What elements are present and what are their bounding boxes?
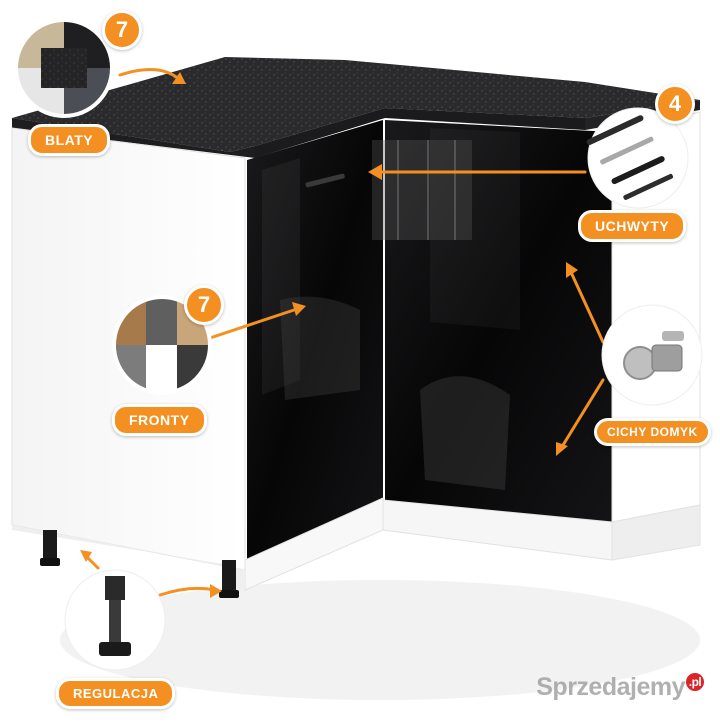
callout-arrowheads	[80, 72, 578, 598]
handles-count-badge: 4	[655, 84, 695, 124]
door-handle	[305, 173, 345, 188]
plinth-right-side	[611, 504, 701, 561]
countertop-label: BLATY	[28, 124, 111, 156]
hinge-icon	[601, 304, 703, 406]
front-door-right	[372, 120, 612, 522]
countertop-swatch-icon	[14, 18, 114, 118]
left-base	[12, 525, 245, 590]
legs-label: REGULACJA	[56, 678, 176, 709]
watermark-suffix: .pl	[686, 673, 704, 691]
reflection	[280, 296, 360, 400]
watermark: Sprzedajemy.pl	[536, 673, 704, 702]
fronts-count-badge: 7	[184, 285, 224, 325]
countertop-count-badge: 7	[102, 10, 142, 50]
front-swatch-icon	[112, 295, 212, 395]
floor-shadow	[60, 580, 700, 700]
watermark-text: Sprzedajemy	[536, 673, 685, 701]
handles-label: UCHWYTY	[578, 210, 687, 242]
adjustable-leg-icon	[64, 569, 166, 671]
front-door-left	[247, 120, 383, 560]
cabinet-legs	[40, 530, 239, 598]
hinge-label: CICHY DOMYK	[594, 418, 711, 446]
fronts-label: FRONTY	[112, 404, 207, 436]
handle-icon	[586, 107, 689, 209]
